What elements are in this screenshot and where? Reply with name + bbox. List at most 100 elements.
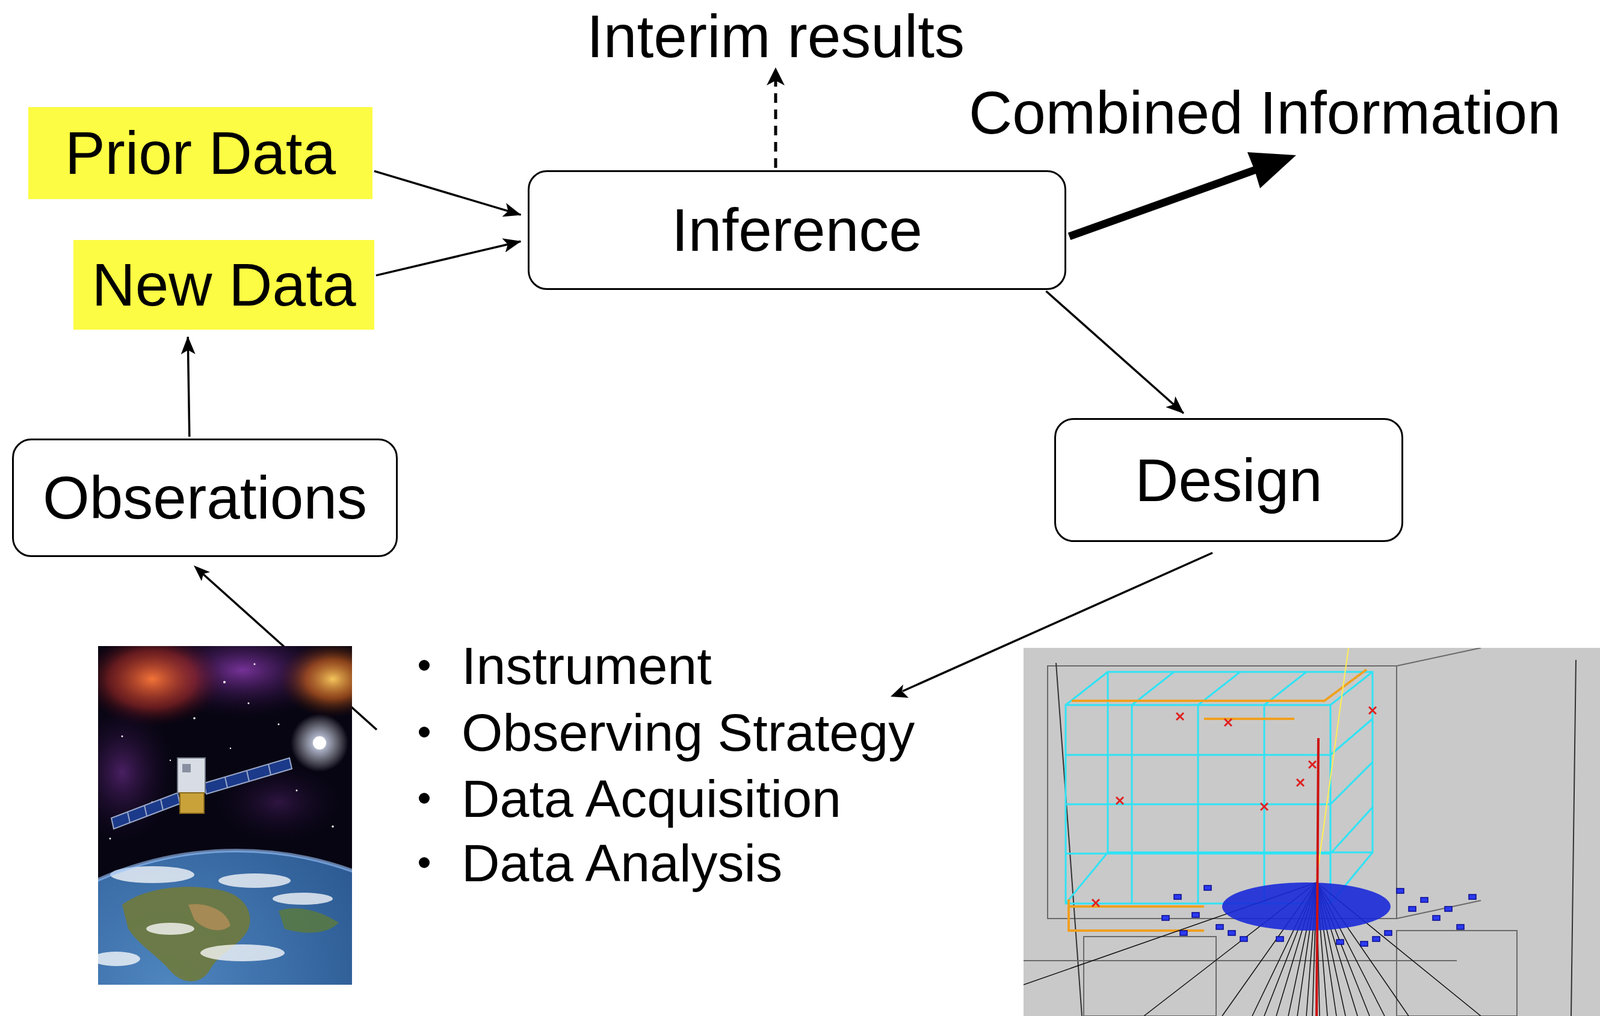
detector-frame	[1056, 663, 1082, 1016]
hit-dots	[1204, 885, 1212, 891]
space-scene	[253, 663, 256, 666]
hit-dots	[1336, 939, 1344, 945]
hit-dots	[1456, 924, 1465, 930]
satellite	[203, 758, 292, 795]
hit-dots	[1161, 915, 1170, 921]
node-text: Design	[1134, 445, 1323, 516]
space-scene	[277, 723, 280, 726]
hit-dots	[1372, 936, 1380, 942]
hit-dots	[1228, 930, 1236, 936]
hit-dots	[1420, 897, 1428, 903]
space-scene	[278, 908, 339, 933]
bullet-dots	[418, 660, 430, 869]
detector-frame	[1023, 960, 1457, 962]
image-leader-arrow	[193, 565, 211, 582]
hit-dots	[1408, 906, 1416, 912]
satellite	[179, 793, 204, 814]
process-box: Design	[1054, 418, 1404, 543]
node-text: Inference	[671, 195, 923, 265]
hit-dots	[1444, 906, 1452, 912]
space-scene	[122, 886, 251, 982]
detector-frame	[1047, 666, 1397, 919]
calorimeter-hits	[1222, 882, 1391, 931]
space-scene	[98, 850, 353, 986]
bullet-item: Data Analysis	[461, 832, 783, 894]
central-track	[1316, 738, 1319, 1016]
space-scene	[272, 892, 333, 906]
tracker-grid	[1065, 705, 1331, 904]
hit-dots	[1468, 894, 1477, 900]
space-scene	[98, 951, 141, 967]
process-box: Inference	[527, 170, 1067, 291]
hit-dots	[1179, 930, 1188, 936]
space-scene	[98, 700, 177, 845]
tracker-grid	[1065, 754, 1331, 757]
satellite	[127, 799, 164, 824]
space-scene	[193, 717, 196, 720]
satellite	[177, 758, 206, 794]
thick-arrow	[1069, 152, 1297, 237]
space-scene	[218, 873, 291, 889]
space-scene	[121, 735, 124, 738]
hit-dots	[1173, 894, 1182, 900]
hit-dots	[1276, 936, 1284, 942]
orange-tracks	[1068, 899, 1205, 931]
detector-frame	[1083, 936, 1217, 1016]
tracker-grid	[1330, 672, 1373, 706]
hit-dots	[1216, 924, 1224, 930]
bullet-item: Instrument	[461, 635, 712, 697]
space-scene	[200, 944, 285, 962]
connector-arrow	[376, 241, 521, 276]
dashed-arrow	[774, 79, 778, 168]
space-scene	[146, 923, 195, 936]
hit-dots	[1432, 915, 1440, 921]
satellite	[225, 764, 271, 789]
orange-tracks	[1204, 717, 1295, 721]
bullet-item: Observing Strategy	[461, 702, 915, 763]
space-scene	[169, 759, 171, 762]
dashed-arrow	[766, 67, 785, 86]
hit-dots	[1192, 912, 1200, 918]
incoming-track	[1316, 648, 1349, 879]
space-scene	[223, 681, 226, 684]
detector-frame	[1396, 648, 1481, 667]
bullet-dots	[418, 793, 430, 804]
tracker-grid	[1065, 803, 1331, 806]
space-scene	[331, 825, 334, 828]
detector-frame	[1571, 660, 1576, 1016]
hit-dots	[1360, 941, 1368, 947]
tracker-grid	[1065, 852, 1108, 904]
detector-event-display	[1023, 648, 1600, 1016]
hit-dots	[1396, 888, 1404, 894]
connector-arrow	[374, 170, 522, 215]
satellite	[111, 793, 180, 830]
hit-dots	[1161, 885, 1477, 947]
node-text: New Data	[91, 250, 356, 320]
node-text: Obserations	[42, 463, 368, 533]
satellite-illustration	[98, 646, 353, 986]
satellite	[182, 764, 191, 773]
space-scene	[188, 904, 231, 931]
tracker-grid	[1065, 853, 1331, 856]
space-scene	[247, 702, 250, 705]
tracker-grid	[1065, 672, 1373, 904]
satellite	[111, 758, 292, 830]
space-scene	[109, 838, 112, 841]
highlight-box: Prior Data	[28, 107, 373, 200]
hit-crosses	[1092, 707, 1377, 907]
hit-dots	[1240, 936, 1248, 942]
node-text: Prior Data	[64, 118, 336, 188]
dashed-arrow	[766, 67, 785, 168]
detector-event-display	[1023, 648, 1600, 1016]
space-scene	[290, 714, 349, 773]
output-label: Combined Information	[968, 78, 1561, 148]
design-leader-arrow	[890, 684, 909, 699]
detector-frame	[1023, 648, 1576, 1016]
space-scene	[312, 736, 327, 750]
bullet-dots	[418, 660, 430, 671]
output-label: Interim results	[586, 1, 965, 72]
thick-arrow	[1247, 152, 1297, 189]
bullet-dots	[418, 726, 430, 738]
orange-tracks	[1071, 669, 1367, 702]
highlight-box: New Data	[73, 240, 375, 330]
